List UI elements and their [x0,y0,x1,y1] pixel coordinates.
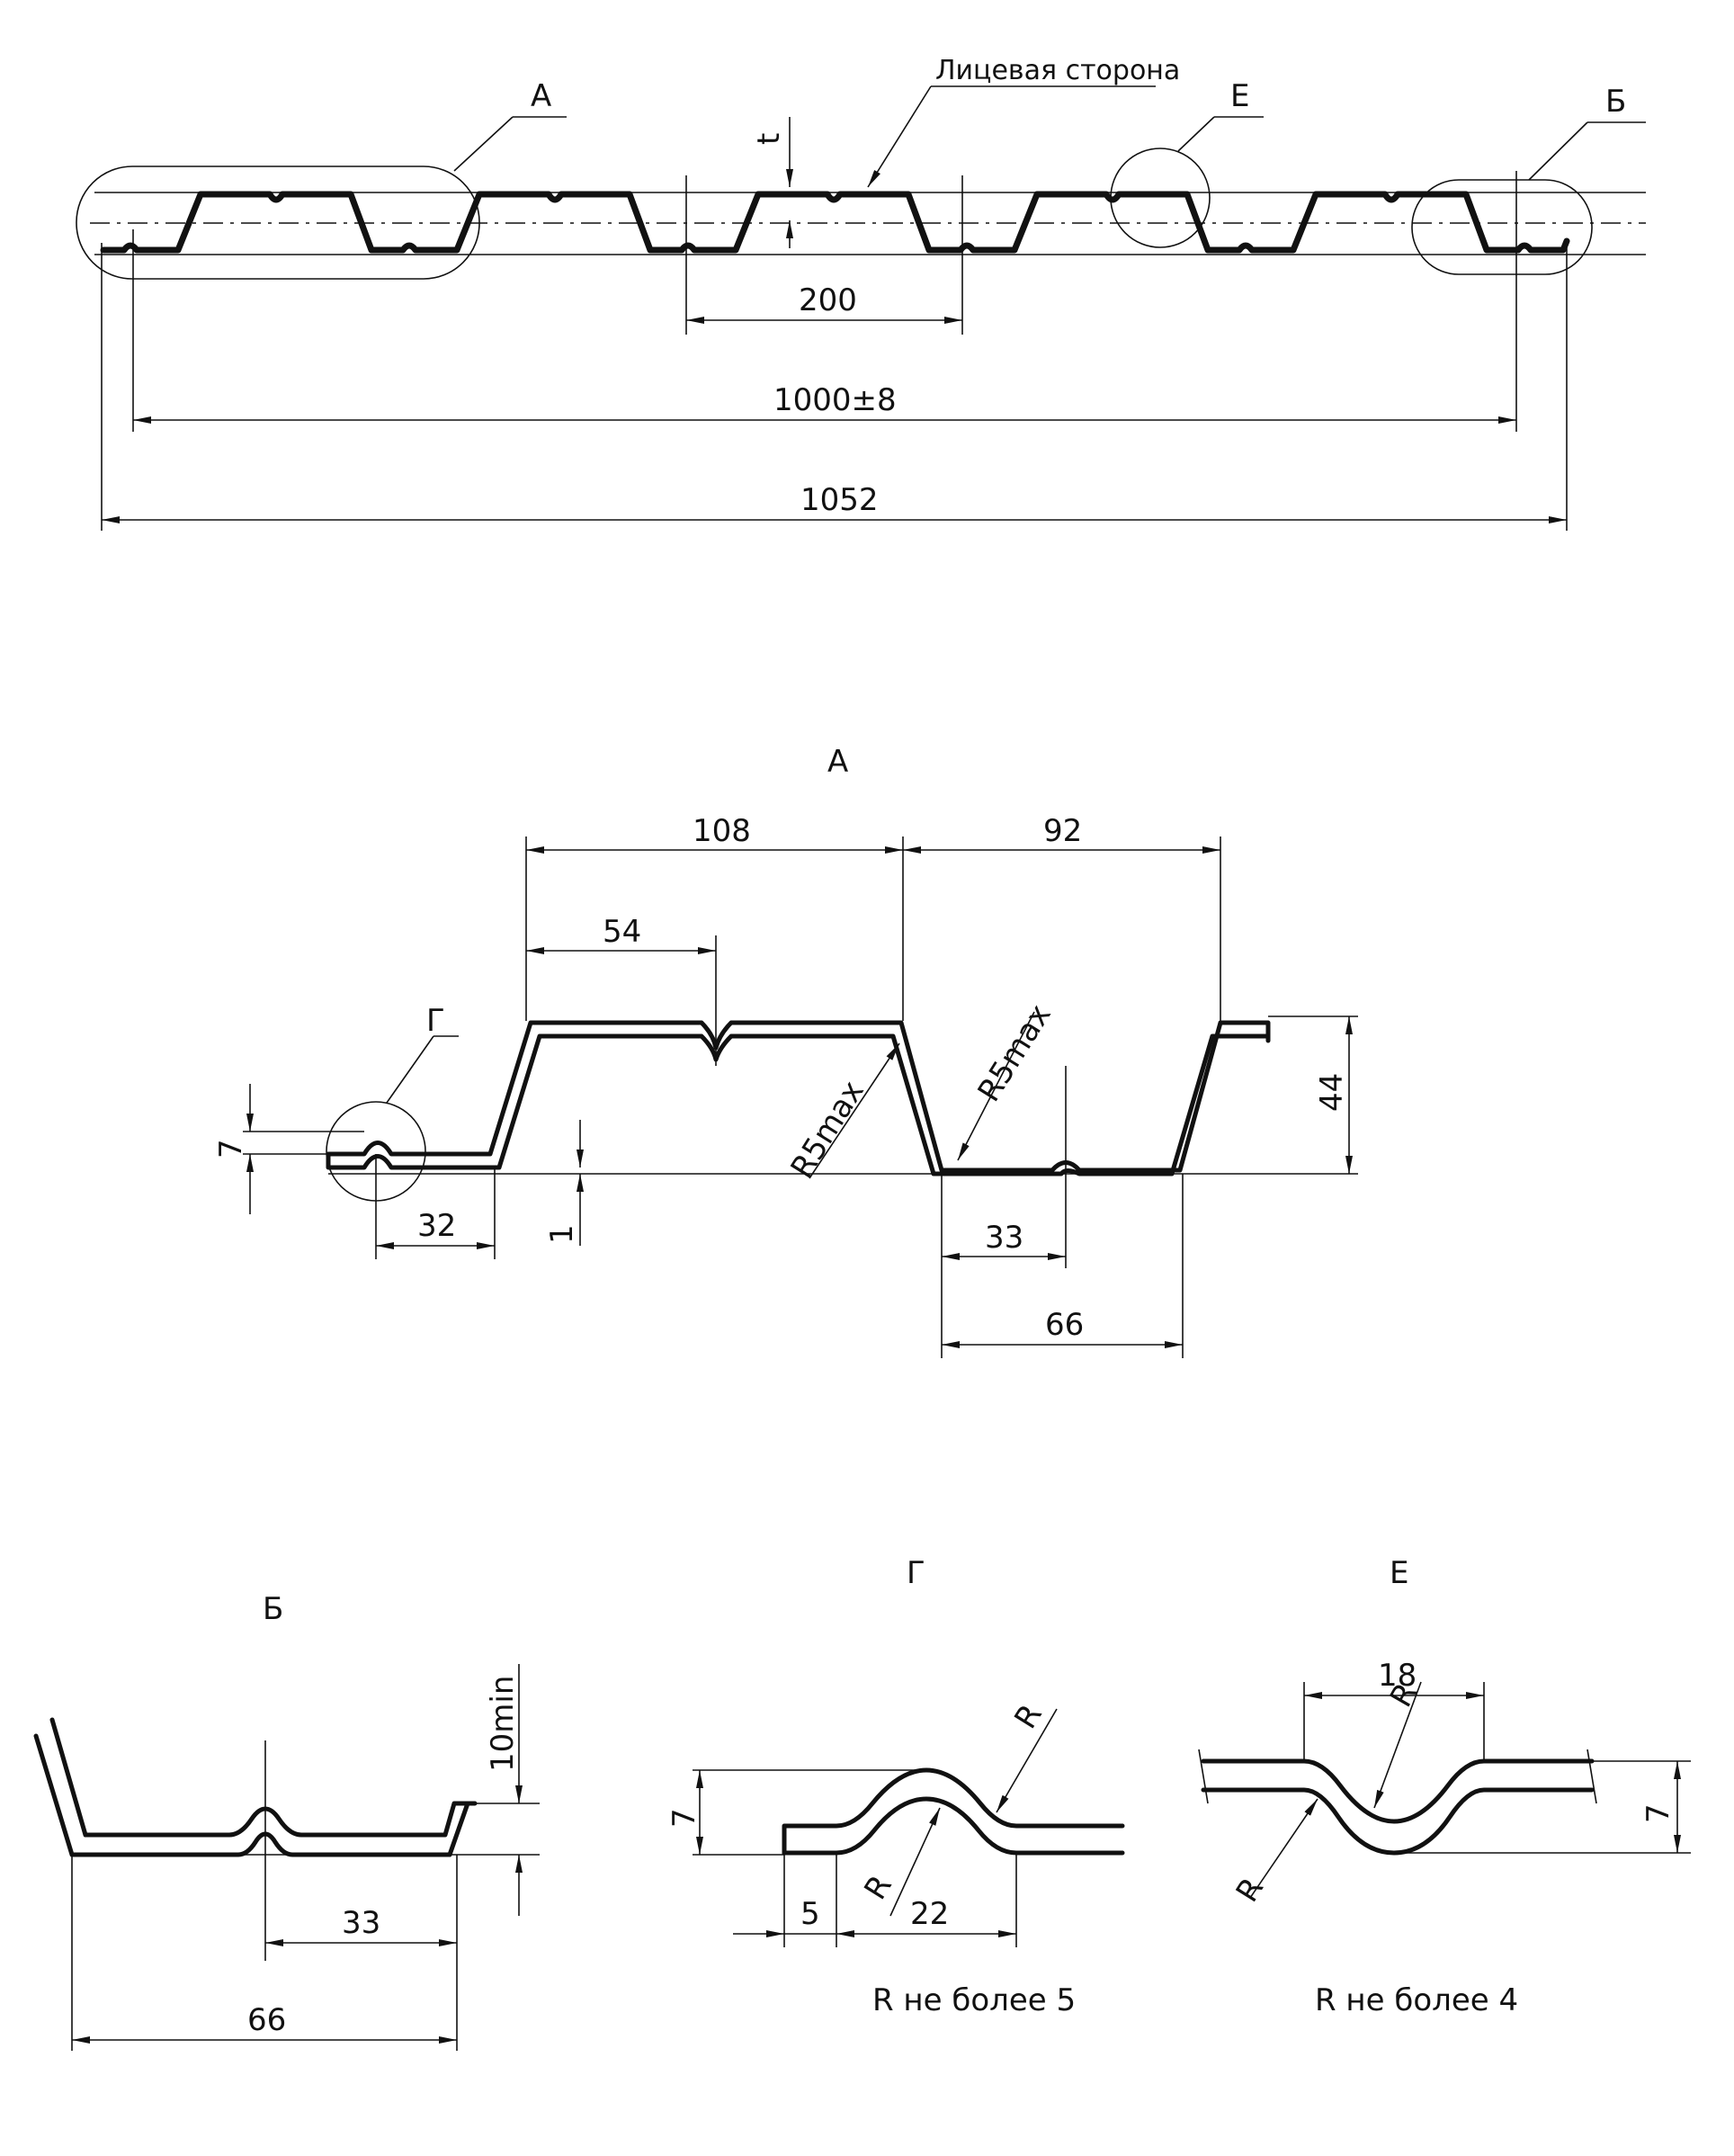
dim-32-label: 32 [417,1208,456,1244]
dim-5-label: 5 [800,1896,820,1932]
face-side-label: Лицевая сторона [935,55,1180,86]
sheet-profile [100,191,1570,254]
radius-top-label: R [1007,1698,1049,1735]
radius-bottom-label: R [857,1869,898,1906]
dim-overall-width-label: 1052 [800,482,879,518]
dim-66-label: 66 [1045,1307,1084,1343]
callout-b-frame [1411,179,1593,275]
callout-e-label: Е [1230,78,1249,114]
view-a: А Г 108 92 54 44 7 [213,744,1358,1358]
dim-7-label: 7 [213,1139,249,1159]
dim-108-label: 108 [693,813,751,849]
dim-44-label: 44 [1314,1073,1350,1112]
view-g-profile-outer [782,1767,1125,1856]
callout-b-label: Б [1605,84,1626,120]
callout-g-label: Г [426,1003,445,1039]
dim-33-label: 33 [985,1220,1023,1256]
dim-18-label: 18 [1378,1658,1417,1694]
thickness-label: t [751,133,787,145]
view-g: Г 7 5 22 R R R не более 5 [666,1555,1125,2018]
note-label: R не более 4 [1315,1982,1518,2018]
callout-e-circle [1110,148,1211,248]
view-e-profile-outer [1201,1758,1595,1824]
view-a-title: А [827,744,848,780]
view-b: Б 10min 33 66 [33,1591,540,2051]
dim-22-label: 22 [910,1896,949,1932]
view-b-profile-outer [49,1717,478,1838]
dim-10min-label: 10min [485,1676,521,1772]
view-g-title: Г [907,1555,925,1591]
dim-66-label: 66 [247,2002,286,2038]
view-b-title: Б [263,1591,283,1627]
dim-54-label: 54 [603,914,641,950]
dim-92-label: 92 [1043,813,1082,849]
view-e: Е 18 7 R R R не более 4 [1198,1555,1691,2018]
callout-a-label: А [531,78,551,114]
dim-33-label: 33 [342,1905,380,1941]
dim-7-label: 7 [1640,1803,1676,1823]
dim-1-label: 1 [544,1224,580,1244]
dim-working-width-label: 1000±8 [773,382,897,418]
note-label: R не более 5 [872,1982,1076,2018]
radius-right-label: R5max [971,998,1059,1108]
callout-a-frame [76,166,480,280]
dim-pitch-label: 200 [799,282,857,318]
view-g-profile-inner [782,1796,1125,1856]
dim-7-label: 7 [666,1808,702,1828]
radius-left-label: R5max [784,1075,871,1185]
main-view: А Е Б Лицевая сторона t 200 1000±8 [76,55,1646,531]
view-e-title: Е [1390,1555,1408,1591]
